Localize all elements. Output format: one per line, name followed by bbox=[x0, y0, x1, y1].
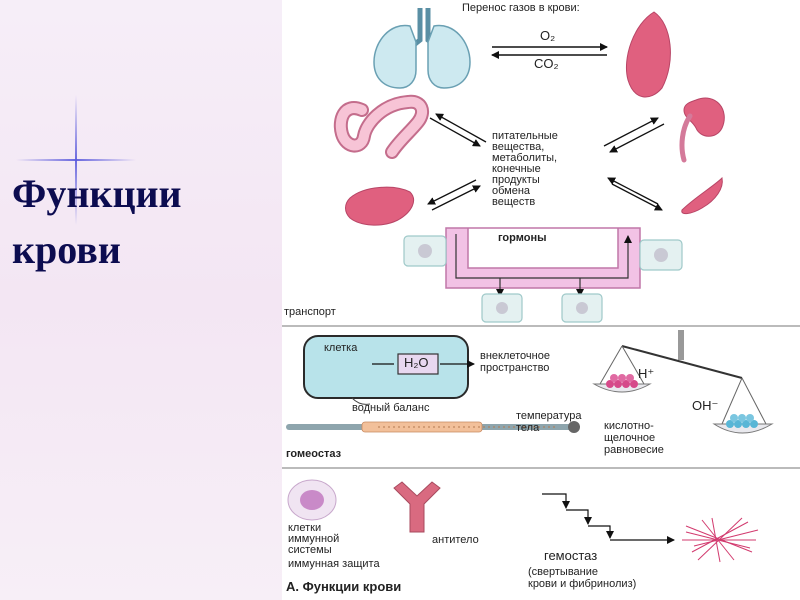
hormones-label: гормоны bbox=[498, 232, 547, 244]
nutrients-line-6: обмена bbox=[492, 185, 531, 197]
diagram-graphics bbox=[282, 8, 800, 563]
gas-transport-header: Перенос газов в крови: bbox=[462, 2, 580, 14]
extracellular-line-2: пространство bbox=[480, 362, 550, 374]
extracellular-line-1: внеклеточное bbox=[480, 350, 550, 362]
intestine-icon bbox=[333, 94, 430, 159]
acid-base-line-1: кислотно- bbox=[604, 420, 654, 432]
slide-title: Функции крови bbox=[12, 166, 182, 278]
thermometer-icon bbox=[286, 421, 580, 433]
kidney-icon bbox=[679, 97, 725, 163]
figure-caption: А. Функции крови bbox=[286, 579, 402, 594]
liver-icon bbox=[345, 186, 414, 226]
oh-ion-label: OH⁻ bbox=[692, 398, 719, 413]
muscle-icon bbox=[625, 11, 671, 98]
immune-cells-line-1: клетки bbox=[288, 522, 322, 534]
cell-water-box bbox=[303, 335, 475, 405]
lungs-icon bbox=[373, 8, 471, 89]
blood-functions-figure: Перенос газов в крови: O₂ CO₂ питательны… bbox=[282, 0, 800, 600]
water-label: H₂O bbox=[404, 355, 429, 370]
transport-section-label: транспорт bbox=[284, 306, 336, 318]
nutrient-arrows bbox=[427, 113, 665, 211]
immune-cells-line-3: системы bbox=[288, 544, 332, 556]
acid-base-line-2: щелочное bbox=[604, 432, 656, 444]
acid-base-line-3: равновесие bbox=[604, 444, 664, 456]
antibody-label: антитело bbox=[432, 534, 479, 546]
homeostasis-section-label: гомеостаз bbox=[286, 448, 342, 460]
balance-scale-icon bbox=[592, 330, 774, 434]
nutrients-line-2: вещества, bbox=[492, 141, 545, 153]
title-line-1: Функции bbox=[12, 171, 182, 216]
immune-cells-line-2: иммунной bbox=[288, 533, 340, 545]
title-line-2: крови bbox=[12, 227, 121, 272]
hemostasis-detail-line-2: крови и фибринолиз) bbox=[528, 578, 637, 590]
fibrin-mesh-icon bbox=[682, 517, 759, 563]
hemostasis-detail-line-1: (свертывание bbox=[528, 566, 598, 578]
cell-label: клетка bbox=[324, 342, 358, 354]
hemostasis-cascade bbox=[542, 493, 675, 544]
h-ion-label: H⁺ bbox=[638, 366, 655, 381]
immunity-section-label: иммунная защита bbox=[288, 558, 380, 570]
temperature-line-1: температура bbox=[516, 410, 582, 422]
nutrients-line-7: веществ bbox=[492, 196, 536, 208]
temperature-line-2: тела bbox=[516, 422, 540, 434]
o2-label: O₂ bbox=[540, 28, 556, 43]
nutrients-line-4: конечные bbox=[492, 163, 541, 175]
nutrients-line-1: питательные bbox=[492, 130, 558, 142]
target-cells bbox=[403, 235, 683, 323]
co2-label: CO₂ bbox=[534, 56, 559, 71]
gas-exchange-arrows bbox=[491, 43, 608, 59]
nutrients-line-3: метаболиты, bbox=[492, 152, 558, 164]
muscle-small-icon bbox=[681, 176, 723, 215]
water-balance-label: водный баланс bbox=[352, 402, 430, 414]
nutrients-line-5: продукты bbox=[492, 174, 540, 186]
hemostasis-label: гемостаз bbox=[544, 548, 598, 563]
antibody-icon bbox=[393, 481, 441, 533]
immune-cell-icon bbox=[287, 479, 337, 521]
title-panel: Функции крови bbox=[0, 0, 282, 600]
hormone-vessel bbox=[445, 227, 641, 297]
